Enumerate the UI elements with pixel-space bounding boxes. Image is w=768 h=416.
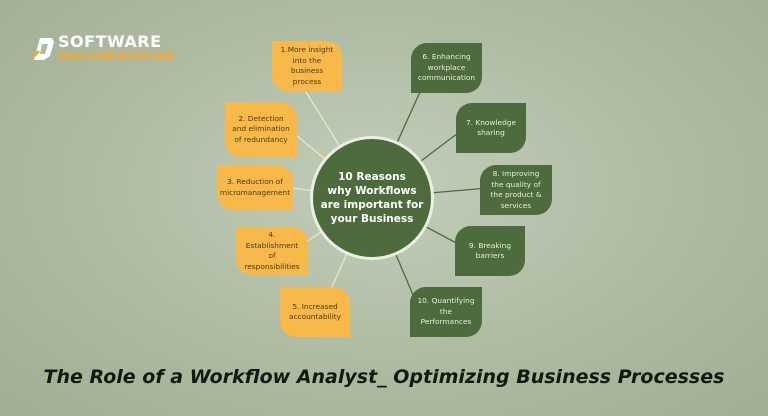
reason-text-9: 9. Breaking barriers <box>468 240 512 261</box>
reason-node-9: 9. Breaking barriers <box>455 226 525 276</box>
software-documentation-logo: SOFTWARE DOCUMENTATION <box>30 32 200 66</box>
reason-node-7: 7. Knowledge sharing <box>456 103 526 153</box>
reason-node-10: 10. Quantifying the Performances <box>410 287 482 337</box>
reason-node-3: 3. Reduction of micromanagement <box>217 165 293 210</box>
reason-text-8: 8. Improving the quality of the product … <box>490 169 542 210</box>
reason-text-3: 3. Reduction of micromanagement <box>219 177 291 197</box>
reason-node-2: 2. Detection and elimination of redundan… <box>225 102 297 157</box>
reason-text-5: 5. Increased accountability <box>288 301 342 322</box>
reason-text-10: 10. Quantifying the Performances <box>417 296 475 327</box>
reason-text-6: 6. Enhancing workplace communication <box>417 52 476 83</box>
center-title: 10 Reasons why Workflows are important f… <box>320 171 424 225</box>
logo-text-documentation: DOCUMENTATION <box>58 49 175 63</box>
page-title: The Role of a Workflow Analyst_ Optimizi… <box>43 366 725 388</box>
reason-node-4: 4. Establishment of responsibilities <box>236 227 308 275</box>
reason-node-5: 5. Increased accountability <box>280 287 350 337</box>
reason-node-8: 8. Improving the quality of the product … <box>480 165 552 215</box>
center-circle: 10 Reasons why Workflows are important f… <box>310 136 434 260</box>
logo-mark-icon <box>32 38 54 60</box>
reason-node-6: 6. Enhancing workplace communication <box>411 43 482 93</box>
logo-text-software: SOFTWARE <box>58 32 162 51</box>
reason-text-7: 7. Knowledge sharing <box>465 117 517 138</box>
reason-text-1: 1.More insight into the business process <box>280 45 334 86</box>
reason-text-2: 2. Detection and elimination of redundan… <box>232 113 290 144</box>
reason-text-4: 4. Establishment of responsibilities <box>244 230 300 271</box>
reason-node-1: 1.More insight into the business process <box>272 41 342 91</box>
